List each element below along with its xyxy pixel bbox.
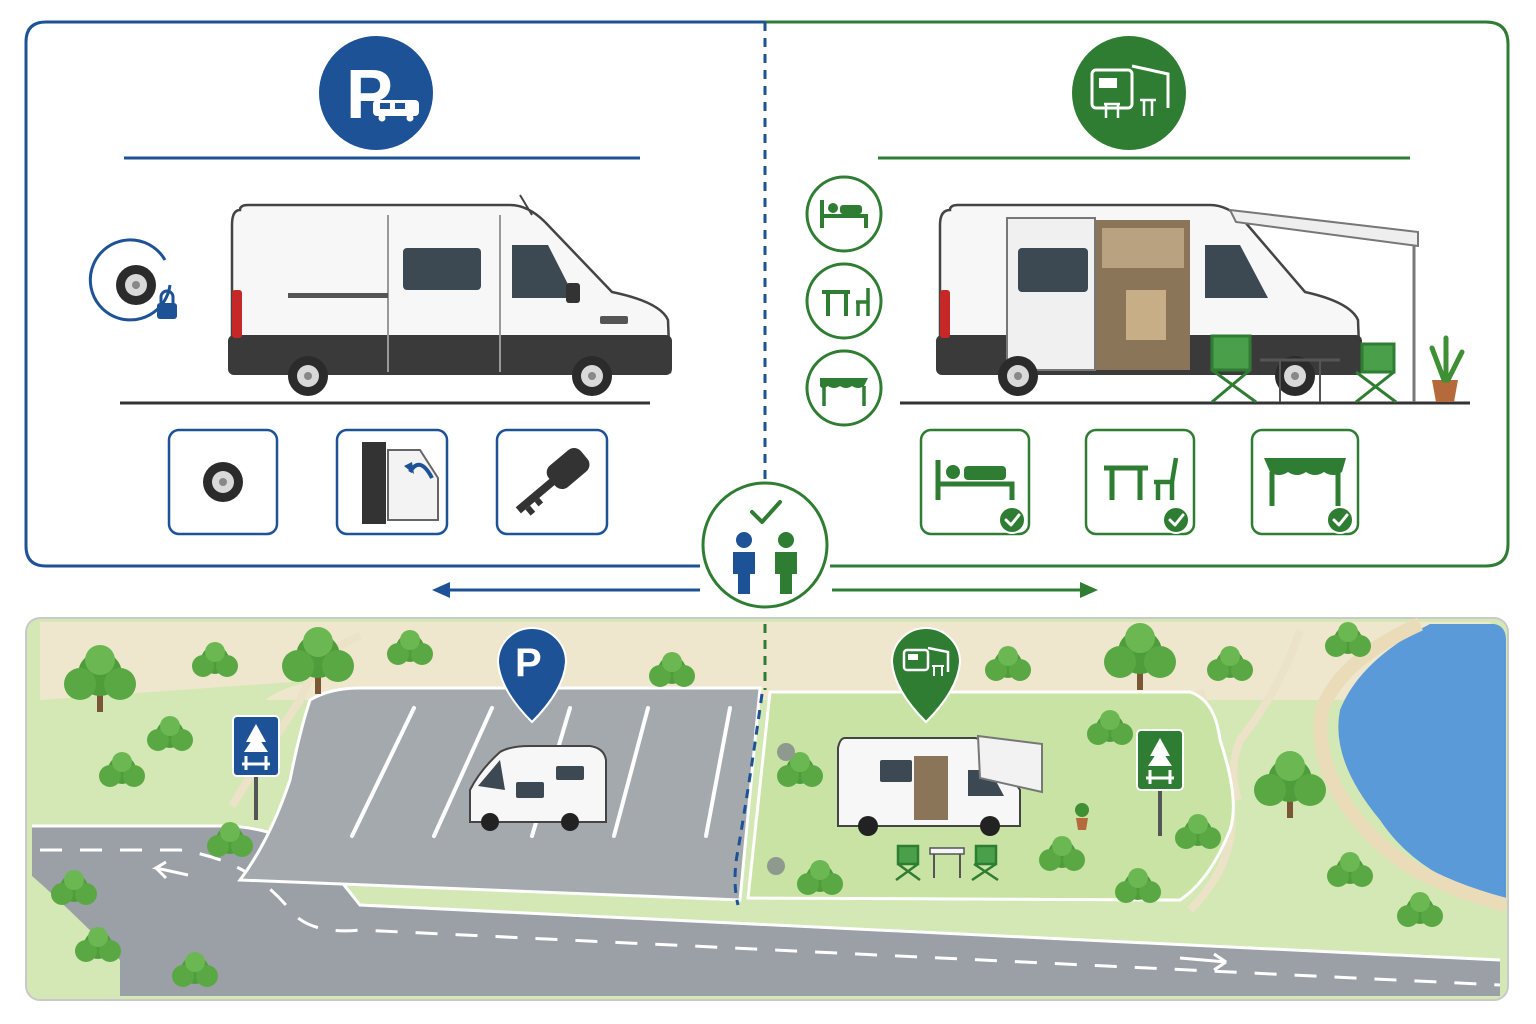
table-chairs-check-icon xyxy=(1084,428,1196,536)
parking-pin-icon: P xyxy=(496,627,568,724)
parking-sign-letter: P xyxy=(346,55,393,133)
wheel-icon xyxy=(167,428,279,536)
key-icon xyxy=(495,428,609,536)
camping-direction-arrow xyxy=(832,582,1098,598)
closed-door-icon xyxy=(335,428,449,536)
camper-van-map xyxy=(837,734,1089,882)
parked-van-side-view xyxy=(120,194,672,405)
parking-direction-arrow xyxy=(432,582,700,598)
camper-awning-icon xyxy=(1072,36,1186,150)
bed-icon xyxy=(805,175,883,253)
parked-van-map xyxy=(469,745,607,831)
awning-icon xyxy=(805,349,883,427)
camping-mode-panel xyxy=(765,20,1510,568)
wheel-lock-icon xyxy=(88,238,177,322)
table-chairs-icon xyxy=(805,262,883,340)
two-people-check-icon xyxy=(701,481,829,609)
bed-check-icon xyxy=(919,428,1031,536)
parking-mode-panel: P xyxy=(24,20,765,568)
site-map: P xyxy=(25,617,1509,1001)
camping-picnic-sign-icon xyxy=(1136,729,1184,836)
awning-check-icon xyxy=(1250,428,1360,536)
parking-sign-icon: P xyxy=(319,36,433,150)
camping-pin-icon xyxy=(890,627,962,724)
camper-van-side-view xyxy=(900,203,1470,405)
parking-pin-letter: P xyxy=(515,641,542,685)
main-road xyxy=(32,826,1500,996)
picnic-sign-icon xyxy=(232,715,280,820)
lake xyxy=(1338,624,1506,900)
